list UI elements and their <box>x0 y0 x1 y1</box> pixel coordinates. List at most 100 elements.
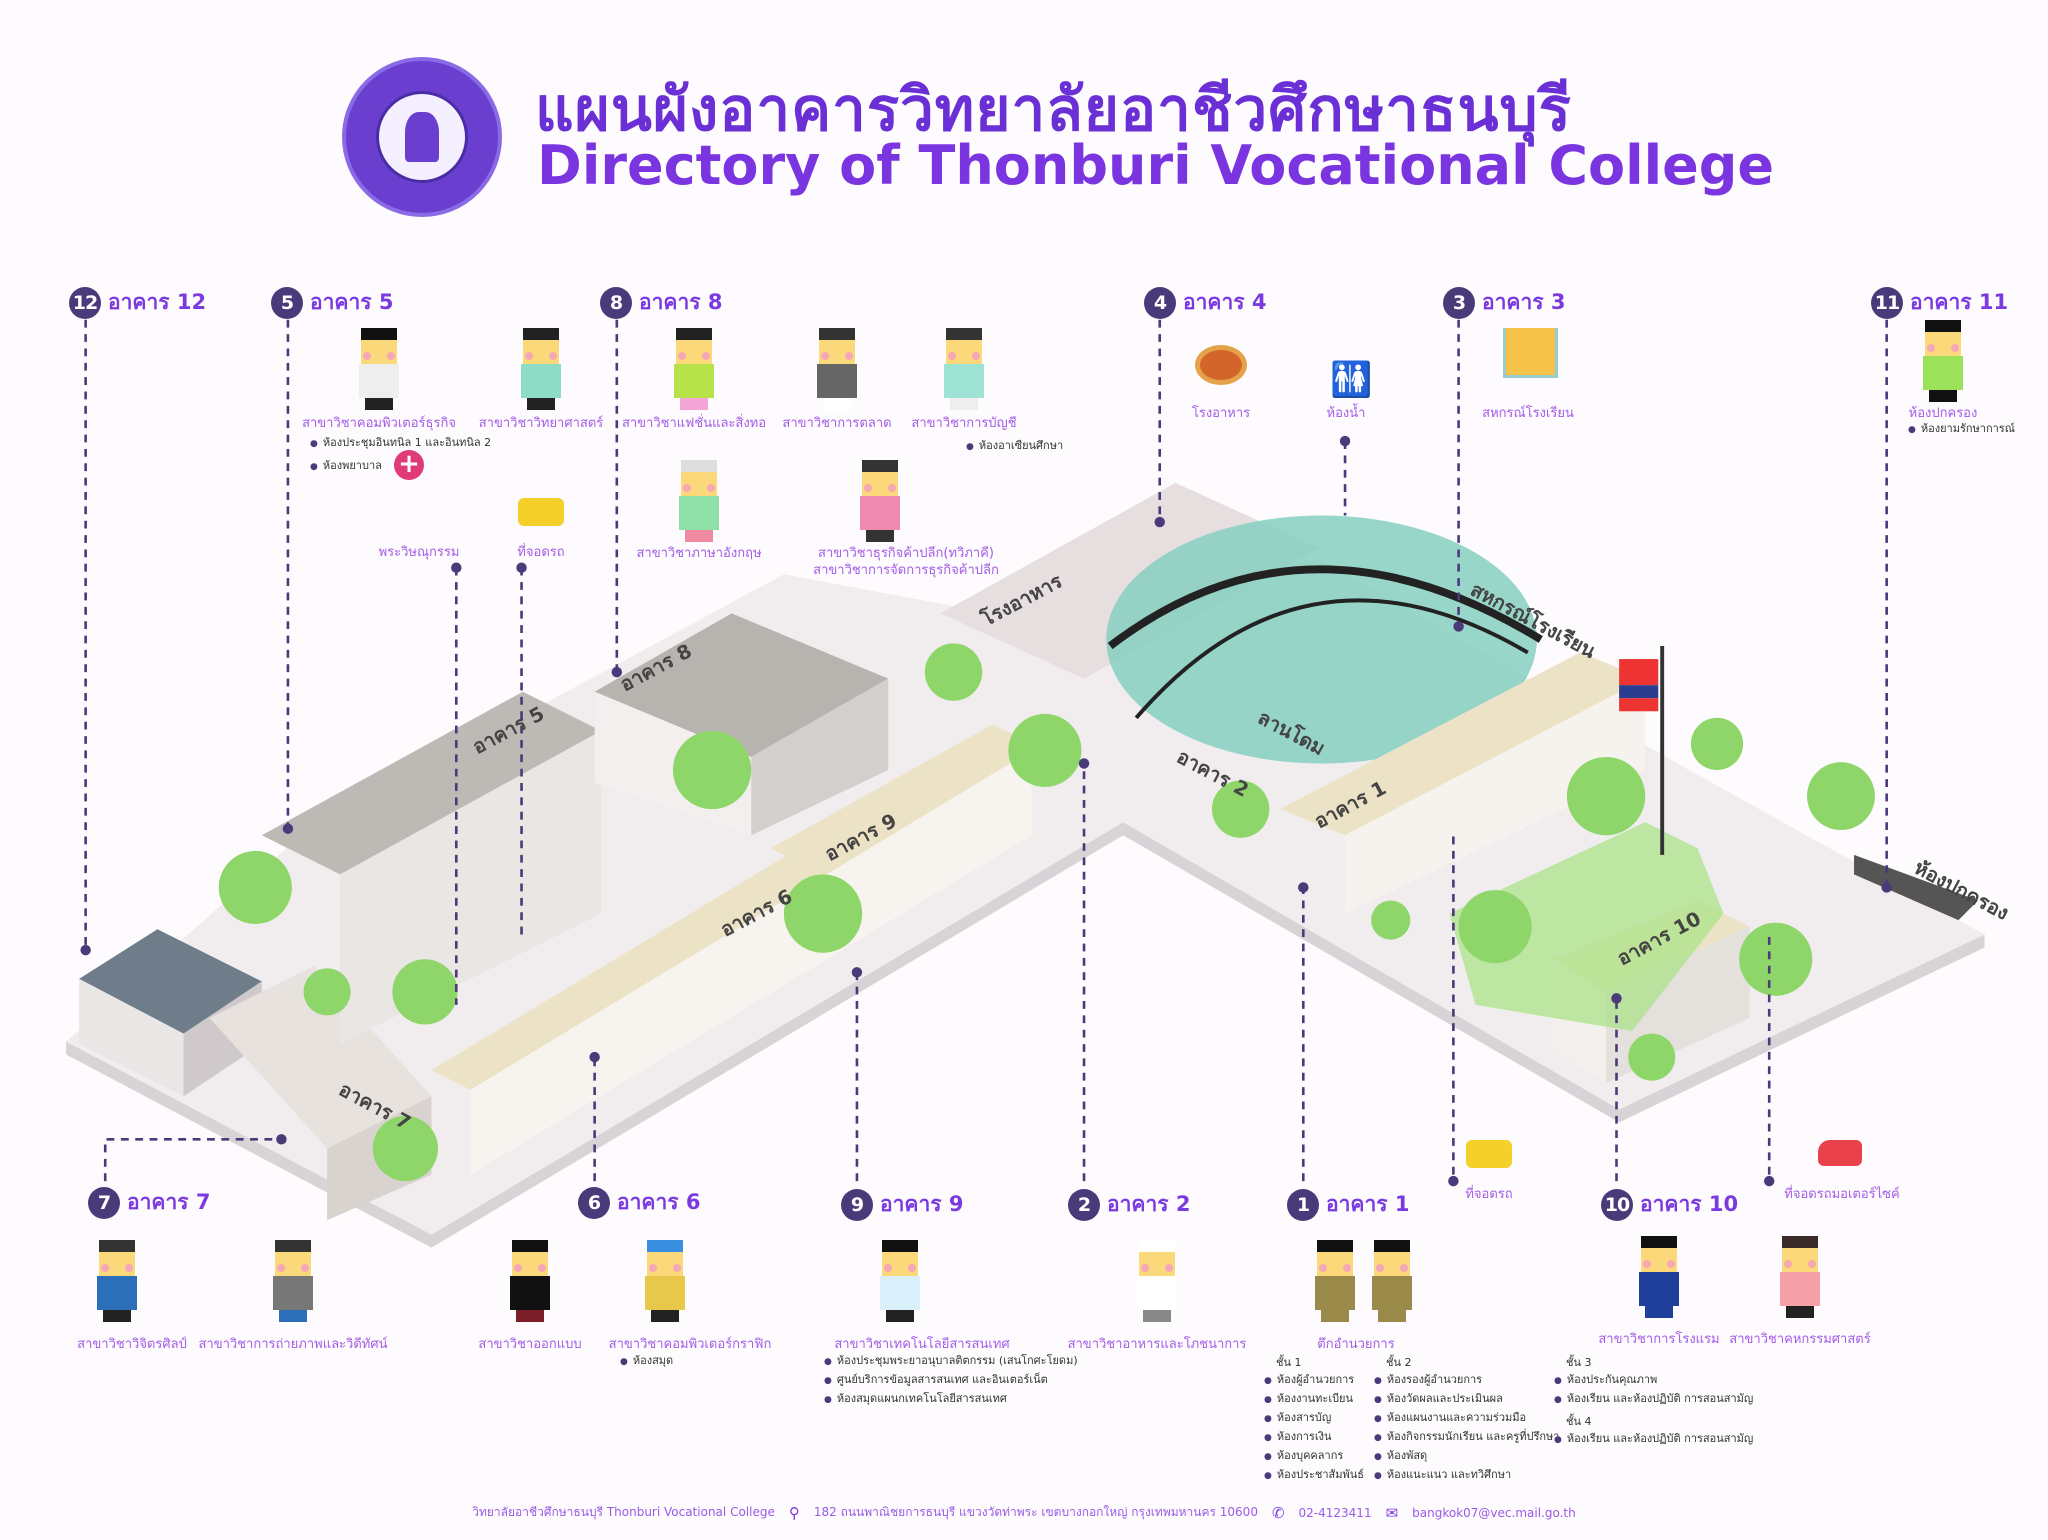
floor-label: ชั้น 3 <box>1566 1356 1592 1369</box>
building-5-rooms: ห้องประชุมอินทนิล 1 และอินทนิล 2 ห้องพยา… <box>310 434 491 476</box>
building-name: อาคาร 12 <box>108 290 207 314</box>
marker-icon: 9 <box>841 1188 873 1221</box>
retail-character-icon <box>854 460 906 542</box>
trees <box>218 643 1875 1182</box>
building-9-rooms: ห้องประชุมพระยาอนุบาลติตกรรม (เสนโกศะโยด… <box>824 1352 1078 1409</box>
marker-icon: 12 <box>69 286 101 319</box>
marker-icon: 2 <box>1068 1188 1100 1221</box>
canteen-label: โรงอาหาร <box>1191 406 1251 421</box>
department-label: สาขาวิชาคอมพิวเตอร์ธุรกิจ <box>302 416 456 431</box>
department-label: สาขาวิชาการตลาด <box>782 416 892 431</box>
admin-teacher-character-icon <box>1917 320 1969 402</box>
room-item: ห้องแผนงานและความร่วมมือ <box>1374 1409 1559 1428</box>
room-item: ห้องประชาสัมพันธ์ <box>1264 1466 1364 1485</box>
building-4-label: 4 อาคาร 4 <box>1144 286 1266 319</box>
it-character-icon <box>874 1240 926 1322</box>
marker-icon: 11 <box>1871 286 1903 319</box>
home-economics-character-icon <box>1774 1236 1826 1318</box>
car-icon <box>1466 1140 1512 1168</box>
hotel-character-icon <box>1633 1236 1685 1318</box>
marker-icon: 8 <box>600 286 632 319</box>
building-12-label: 12 อาคาร 12 <box>69 286 206 319</box>
department-label: สาขาวิชาวิทยาศาสตร์ <box>478 416 604 431</box>
footer-phone[interactable]: 02-4123411 <box>1298 1505 1372 1520</box>
room-item: ห้องประชุมอินทนิล 1 และอินทนิล 2 <box>310 434 491 453</box>
building-10-floors: ชั้น 3 ห้องประกันคุณภาพ ห้องเรียน และห้อ… <box>1554 1354 1753 1449</box>
parking-label: ที่จอดรถ <box>1465 1187 1513 1202</box>
building-name: อาคาร 7 <box>127 1190 211 1214</box>
emblem-icon <box>376 91 468 183</box>
marker-icon: 3 <box>1443 286 1475 319</box>
room-item: ห้องผู้อำนวยการ <box>1264 1371 1364 1390</box>
building-10-label: 10 อาคาร 10 <box>1601 1188 1738 1221</box>
footer-email[interactable]: bangkok07@vec.mail.go.th <box>1412 1505 1576 1520</box>
department-label: สาขาวิชาวิจิตรศิลป์ <box>77 1337 187 1352</box>
building-name: อาคาร 9 <box>880 1192 964 1216</box>
room-item: ห้องพยาบาล <box>310 457 491 476</box>
department-label: สาขาวิชาการบัญชี <box>911 416 1017 431</box>
shopping-cart-icon <box>1503 328 1558 378</box>
footer: วิทยาลัยอาชีวศึกษาธนบุรี Thonburi Vocati… <box>0 1503 2048 1522</box>
officer-character-icon <box>1366 1240 1418 1322</box>
department-label: สาขาวิชาอาหารและโภชนาการ <box>1067 1337 1247 1352</box>
building-name: อาคาร 3 <box>1482 290 1566 314</box>
room-item: ห้องสารบัญ <box>1264 1409 1364 1428</box>
leader-dots <box>80 435 1892 1187</box>
marker-icon: 4 <box>1144 286 1176 319</box>
photography-character-icon <box>267 1240 319 1322</box>
accounting-character-icon <box>938 328 990 410</box>
marker-icon: 5 <box>271 286 303 319</box>
room-item: ห้องกิจกรรมนักเรียน และครูที่ปรึกษา <box>1374 1428 1560 1447</box>
building-name: อาคาร 11 <box>1910 290 2009 314</box>
marker-icon: 1 <box>1287 1188 1319 1221</box>
marker-icon: 10 <box>1601 1188 1633 1221</box>
building-name: อาคาร 8 <box>639 290 723 314</box>
department-label: สาขาวิชาภาษาอังกฤษ <box>636 546 762 561</box>
building-9-label: 9 อาคาร 9 <box>841 1188 963 1221</box>
mail-icon: ✉ <box>1385 1503 1399 1522</box>
college-logo <box>342 57 502 217</box>
room-item: ห้องวัดผลและประเมินผล <box>1374 1390 1559 1409</box>
page-title-english: Directory of Thonburi Vocational College <box>537 134 1775 197</box>
fine-arts-character-icon <box>91 1240 143 1322</box>
admin-office-label: ห้องปกครอง <box>1908 406 1978 421</box>
building-8-label: 8 อาคาร 8 <box>600 286 722 319</box>
building-2-label: 2 อาคาร 2 <box>1068 1188 1190 1221</box>
room-item: ห้องยามรักษาการณ์ <box>1908 420 2015 439</box>
floor-label: ชั้น 4 <box>1566 1415 1592 1428</box>
building-name: อาคาร 2 <box>1107 1192 1191 1216</box>
room-item: ห้องงานทะเบียน <box>1264 1390 1364 1409</box>
floor-label: ชั้น 2 <box>1386 1356 1412 1369</box>
english-character-icon <box>673 460 725 542</box>
department-label: ตึกอำนวยการ <box>1317 1337 1395 1352</box>
department-label: สาขาวิชาคหกรรมศาสตร์ <box>1729 1332 1871 1347</box>
department-label: สาขาวิชาคอมพิวเตอร์กราฟิก <box>608 1337 772 1352</box>
department-label: สาขาวิชาเทคโนโลยีสารสนเทศ <box>834 1337 1010 1352</box>
marketing-character-icon <box>811 328 863 410</box>
department-label: สาขาวิชาการโรงแรม <box>1598 1332 1720 1347</box>
motorbike-icon <box>1818 1140 1862 1166</box>
floor-label: ชั้น 1 <box>1276 1356 1302 1369</box>
restroom-label: ห้องน้ำ <box>1326 406 1366 421</box>
chef-character-icon <box>1131 1240 1183 1322</box>
room-item: ห้องสมุดแผนกเทคโนโลยีสารสนเทศ <box>824 1390 1078 1409</box>
department-label: สาขาวิชาแฟชั่นและสิ่งทอ <box>621 416 767 431</box>
room-item: ห้องแนะแนว และทวิศึกษา <box>1374 1466 1559 1485</box>
marker-icon: 6 <box>578 1186 610 1219</box>
room-item: ศูนย์บริการข้อมูลสารสนเทศ และอินเตอร์เน็… <box>824 1371 1078 1390</box>
building-11-label: 11 อาคาร 11 <box>1871 286 2008 319</box>
room-item: ห้องประชุมพระยาอนุบาลติตกรรม (เสนโกศะโยด… <box>824 1352 1078 1371</box>
footer-address: 182 ถนนพาณิชยการธนบุรี แขวงวัดท่าพระ เขต… <box>813 1505 1258 1519</box>
building-name: อาคาร 10 <box>1640 1192 1739 1216</box>
location-pin-icon: ⚲ <box>788 1503 800 1522</box>
department-label: สาขาวิชาการถ่ายภาพและวิดีทัศน์ <box>198 1337 388 1352</box>
building-name: อาคาร 4 <box>1183 290 1267 314</box>
room-item: ห้องรองผู้อำนวยการ <box>1374 1371 1559 1390</box>
building-1-floor-1: ชั้น 1 ห้องผู้อำนวยการ ห้องงานทะเบียน ห้… <box>1264 1354 1364 1485</box>
phone-icon: ✆ <box>1271 1503 1285 1522</box>
officer-character-icon <box>1309 1240 1361 1322</box>
